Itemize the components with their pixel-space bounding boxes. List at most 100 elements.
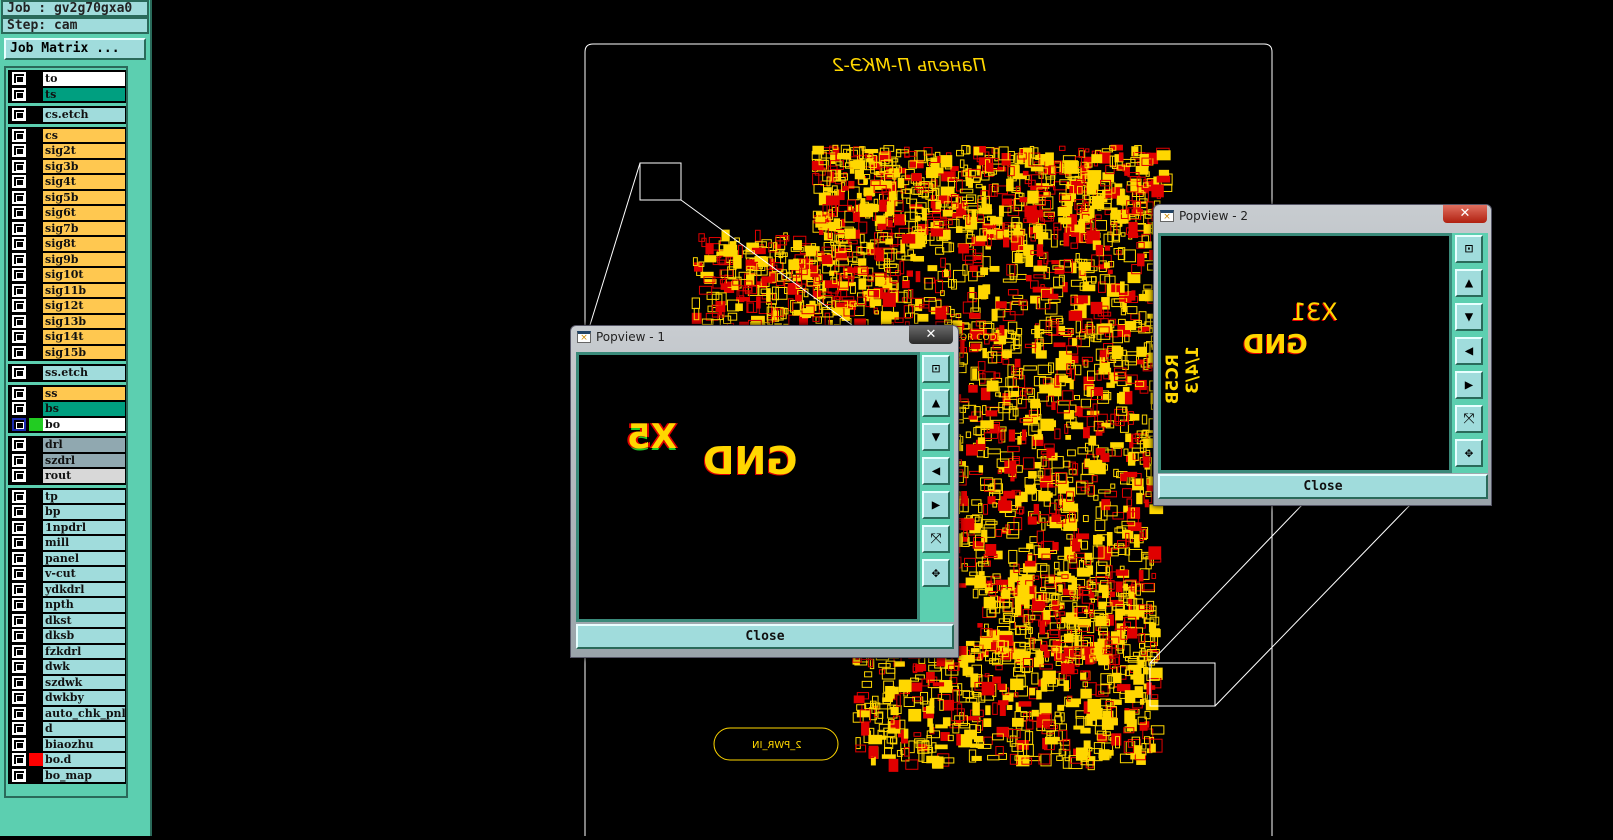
layer-name[interactable]: szdrl bbox=[43, 453, 125, 467]
layer-checkbox[interactable] bbox=[12, 706, 26, 720]
layer-name[interactable]: sig8t bbox=[43, 237, 125, 251]
layer-row-bo_map[interactable]: bo_map bbox=[9, 768, 125, 784]
layer-name[interactable]: sig14t bbox=[43, 330, 125, 344]
layer-row-cs[interactable]: cs bbox=[9, 128, 125, 144]
layer-row-sig7b[interactable]: sig7b bbox=[9, 221, 125, 237]
layer-name[interactable]: sig15b bbox=[43, 345, 125, 359]
window-close-button[interactable]: ✕ bbox=[1443, 205, 1487, 223]
layer-row-sig5b[interactable]: sig5b bbox=[9, 190, 125, 206]
layer-name[interactable]: d bbox=[43, 722, 125, 736]
layer-name[interactable]: 1npdrl bbox=[43, 520, 125, 534]
layer-row-mill[interactable]: mill bbox=[9, 535, 125, 551]
layer-name[interactable]: ts bbox=[43, 87, 125, 101]
layer-name[interactable]: cs.etch bbox=[43, 108, 125, 122]
layer-row-sig11b[interactable]: sig11b bbox=[9, 283, 125, 299]
layer-name[interactable]: bp bbox=[43, 505, 125, 519]
layer-name[interactable]: bo_map bbox=[43, 768, 125, 782]
layer-checkbox[interactable] bbox=[12, 128, 26, 142]
layer-checkbox[interactable] bbox=[12, 237, 26, 251]
layer-checkbox[interactable] bbox=[12, 314, 26, 328]
layer-row-fzkdrl[interactable]: fzkdrl bbox=[9, 644, 125, 660]
layer-row-panel[interactable]: panel bbox=[9, 551, 125, 567]
layer-checkbox[interactable] bbox=[12, 675, 26, 689]
layer-name[interactable]: dwk bbox=[43, 660, 125, 674]
layer-row-rout[interactable]: rout bbox=[9, 468, 125, 484]
layer-checkbox[interactable] bbox=[12, 469, 26, 483]
pan-up-icon[interactable]: ▲ bbox=[1455, 269, 1483, 297]
layer-checkbox[interactable] bbox=[12, 629, 26, 643]
layer-row-sig13b[interactable]: sig13b bbox=[9, 314, 125, 330]
layer-name[interactable]: sig9b bbox=[43, 252, 125, 266]
layer-name[interactable]: bo bbox=[43, 417, 125, 431]
layer-row-sig6t[interactable]: sig6t bbox=[9, 205, 125, 221]
layer-row-d[interactable]: d bbox=[9, 721, 125, 737]
layer-name[interactable]: fzkdrl bbox=[43, 644, 125, 658]
pan-left-icon[interactable]: ◀ bbox=[922, 457, 950, 485]
layer-checkbox[interactable] bbox=[12, 108, 26, 122]
layer-checkbox[interactable] bbox=[12, 402, 26, 416]
layer-checkbox[interactable] bbox=[12, 345, 26, 359]
layer-checkbox[interactable] bbox=[12, 87, 26, 101]
pan-right-icon[interactable]: ▶ bbox=[922, 491, 950, 519]
layer-name[interactable]: sig12t bbox=[43, 299, 125, 313]
layer-name[interactable]: bo.d bbox=[43, 753, 125, 767]
layer-row-ydkdrl[interactable]: ydkdrl bbox=[9, 582, 125, 598]
layer-checkbox[interactable] bbox=[12, 144, 26, 158]
layer-row-ss.etch[interactable]: ss.etch bbox=[9, 365, 125, 381]
layer-name[interactable]: npth bbox=[43, 598, 125, 612]
layer-row-ts[interactable]: ts bbox=[9, 87, 125, 103]
layer-checkbox[interactable] bbox=[12, 660, 26, 674]
layer-row-npth[interactable]: npth bbox=[9, 597, 125, 613]
layer-row-sig14t[interactable]: sig14t bbox=[9, 329, 125, 345]
layer-name[interactable]: sig6t bbox=[43, 206, 125, 220]
layer-row-szdrl[interactable]: szdrl bbox=[9, 453, 125, 469]
layer-checkbox[interactable] bbox=[12, 417, 26, 431]
layer-checkbox[interactable] bbox=[12, 505, 26, 519]
graphics-canvas[interactable]: Панель П-МКЭ-2 2_PWR_IN OR CODE bbox=[152, 0, 1613, 836]
layer-checkbox[interactable] bbox=[12, 386, 26, 400]
layer-checkbox[interactable] bbox=[12, 206, 26, 220]
layer-checkbox[interactable] bbox=[12, 299, 26, 313]
layer-checkbox[interactable] bbox=[12, 268, 26, 282]
layer-row-to[interactable]: to bbox=[9, 71, 125, 87]
pan-down-icon[interactable]: ▼ bbox=[1455, 303, 1483, 331]
layer-row-sig15b[interactable]: sig15b bbox=[9, 345, 125, 361]
layer-name[interactable]: cs bbox=[43, 128, 125, 142]
layer-checkbox[interactable] bbox=[12, 221, 26, 235]
layer-name[interactable]: biaozhu bbox=[43, 737, 125, 751]
layer-name[interactable]: dksb bbox=[43, 629, 125, 643]
layer-row-cs.etch[interactable]: cs.etch bbox=[9, 107, 125, 123]
layer-checkbox[interactable] bbox=[12, 489, 26, 503]
layer-checkbox[interactable] bbox=[12, 644, 26, 658]
layer-row-sig10t[interactable]: sig10t bbox=[9, 267, 125, 283]
layer-name[interactable]: sig3b bbox=[43, 159, 125, 173]
layer-name[interactable]: sig7b bbox=[43, 221, 125, 235]
zoom-fit-icon[interactable]: ⤧ bbox=[922, 525, 950, 553]
layer-checkbox[interactable] bbox=[12, 72, 26, 86]
layer-checkbox[interactable] bbox=[12, 366, 26, 380]
layer-row-dkst[interactable]: dkst bbox=[9, 613, 125, 629]
zoom-center-icon[interactable]: ✥ bbox=[1455, 439, 1483, 467]
layer-row-dwk[interactable]: dwk bbox=[9, 659, 125, 675]
layer-row-ss[interactable]: ss bbox=[9, 386, 125, 402]
layer-row-biaozhu[interactable]: biaozhu bbox=[9, 737, 125, 753]
pan-down-icon[interactable]: ▼ bbox=[922, 423, 950, 451]
layer-checkbox[interactable] bbox=[12, 613, 26, 627]
pan-up-icon[interactable]: ▲ bbox=[922, 389, 950, 417]
pan-left-icon[interactable]: ◀ bbox=[1455, 337, 1483, 365]
layer-row-sig4t[interactable]: sig4t bbox=[9, 174, 125, 190]
layer-name[interactable]: auto_chk_pnl bbox=[43, 706, 125, 720]
layer-checkbox[interactable] bbox=[12, 598, 26, 612]
layer-row-sig3b[interactable]: sig3b bbox=[9, 159, 125, 175]
layer-name[interactable]: sig10t bbox=[43, 268, 125, 282]
layer-name[interactable]: ydkdrl bbox=[43, 582, 125, 596]
popview-canvas[interactable]: RC5B 1/4/3 X31 GND bbox=[1158, 233, 1452, 473]
layer-name[interactable]: drl bbox=[43, 438, 125, 452]
layer-name[interactable]: sig5b bbox=[43, 190, 125, 204]
layer-name[interactable]: szdwk bbox=[43, 675, 125, 689]
layer-name[interactable]: mill bbox=[43, 536, 125, 550]
layer-checkbox[interactable] bbox=[12, 520, 26, 534]
layer-name[interactable]: dkst bbox=[43, 613, 125, 627]
pan-right-icon[interactable]: ▶ bbox=[1455, 371, 1483, 399]
layer-name[interactable]: sig11b bbox=[43, 283, 125, 297]
